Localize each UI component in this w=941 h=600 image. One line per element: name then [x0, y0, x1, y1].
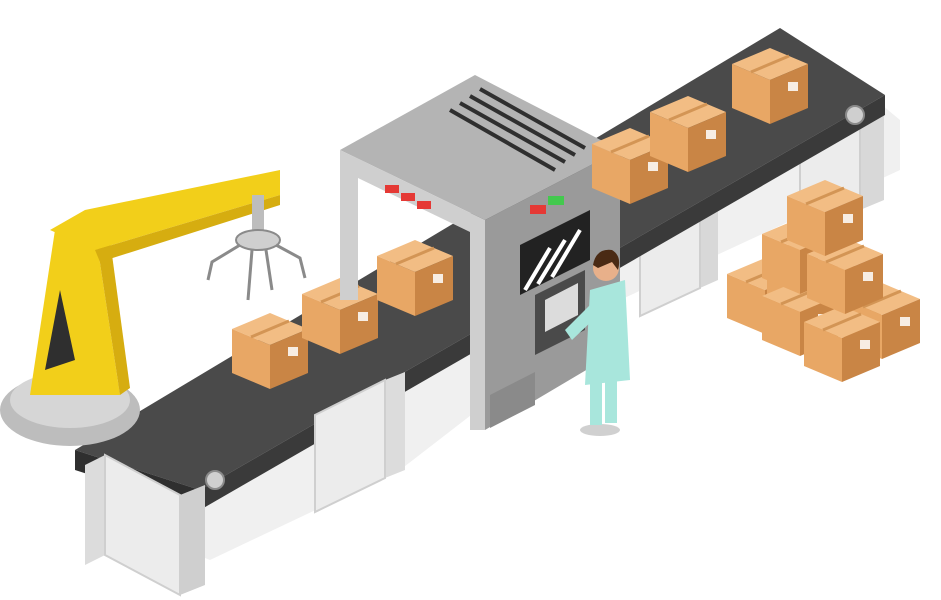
worker-icon	[565, 249, 630, 436]
robot-arm-icon	[0, 170, 281, 446]
gripper-claw-icon	[206, 243, 307, 301]
conveyor-legs-front	[85, 372, 405, 597]
